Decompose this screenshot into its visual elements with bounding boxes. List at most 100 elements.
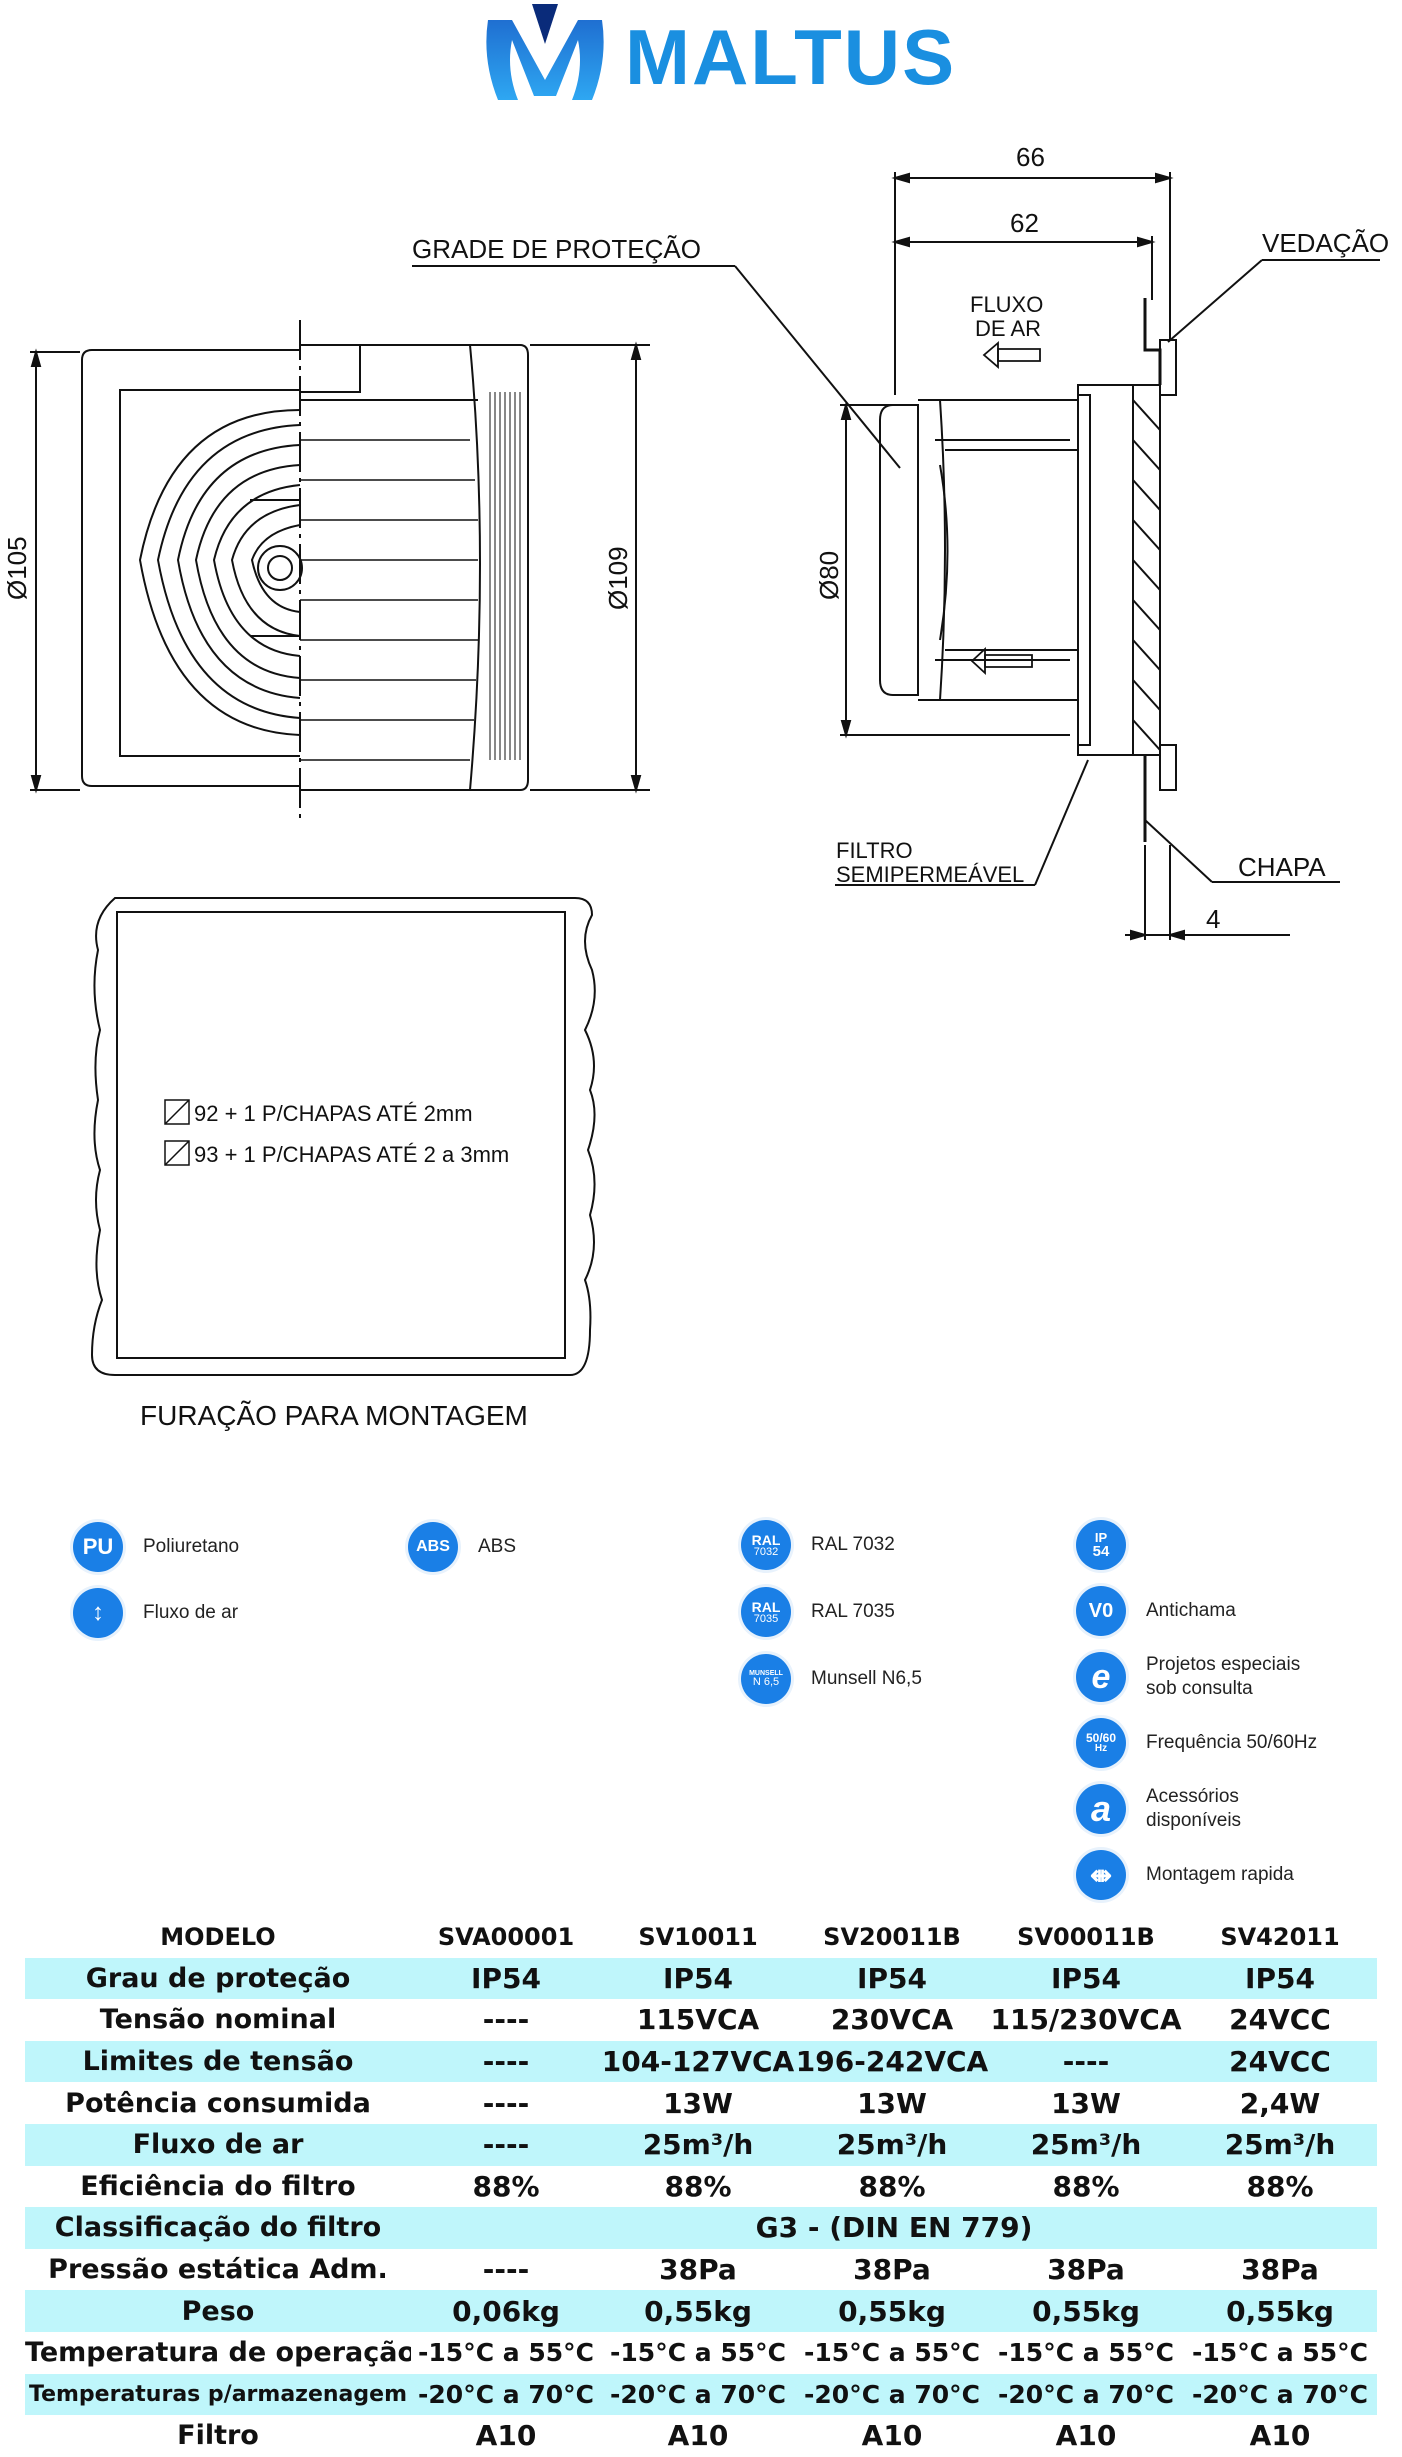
row-label: Temperatura de operação	[25, 2337, 411, 2369]
row-label: Tensão nominal	[99, 2004, 337, 2036]
cutout-caption: FURAÇÃO PARA MONTAGEM	[140, 1400, 528, 1431]
header-cell: SV10011	[638, 1922, 758, 1951]
table-cell: -20°C a 70°C	[795, 2373, 989, 2416]
row-label: Eficiência do filtro	[80, 2170, 356, 2202]
table-cell: A10	[861, 2419, 923, 2453]
brand-name: MALTUS	[625, 13, 957, 101]
row-label: Grau de proteção	[25, 1957, 411, 2000]
table-cell: 88%	[858, 2169, 926, 2203]
abs-icon: ABS	[408, 1522, 458, 1572]
legend-frequency: 50/60 Hz Frequência 50/60Hz	[1076, 1718, 1336, 1768]
header-cell: SV00011B	[1017, 1922, 1155, 1951]
table-cell: 25m³/h	[795, 2123, 989, 2166]
legend-ip54: IP 54	[1076, 1520, 1336, 1570]
table-cell: ----	[989, 2040, 1183, 2083]
table-cell: 0,55kg	[989, 2290, 1183, 2332]
accessories-icon: a	[1076, 1784, 1126, 1834]
table-cell: IP54	[1183, 1957, 1377, 2000]
table-row: Peso 0,06kg 0,55kg 0,55kg 0,55kg 0,55kg	[25, 2290, 1377, 2332]
table-cell: -15°C a 55°C	[804, 2338, 980, 2368]
dim-109-label: Ø109	[603, 546, 633, 610]
mounting-cutout	[90, 897, 596, 1376]
table-cell: 115/230VCA	[990, 2003, 1182, 2037]
table-cell: IP54	[795, 1957, 989, 2000]
row-label: Pressão estática Adm.	[48, 2254, 388, 2286]
table-row: Tensão nominal ---- 115VCA 230VCA 115/23…	[25, 1999, 1377, 2041]
table-cell: 88%	[1052, 2169, 1120, 2203]
dim-105-label: Ø105	[2, 536, 32, 600]
ip54-icon: IP 54	[1076, 1520, 1126, 1570]
front-view	[30, 320, 650, 820]
table-cell: 104-127VCA	[601, 2040, 795, 2083]
table-cell: 115VCA	[636, 2003, 760, 2037]
ral7035-icon: RAL 7035	[741, 1587, 791, 1637]
v0-icon: V0	[1076, 1586, 1126, 1636]
specifications-table: MODELO SVA00001 SV10011 SV20011B SV00011…	[25, 1916, 1377, 2457]
table-cell: 88%	[1246, 2169, 1314, 2203]
table-row: Potência consumida ---- 13W 13W 13W 2,4W	[25, 2082, 1377, 2124]
row-label: Fluxo de ar	[25, 2123, 411, 2166]
table-cell: ----	[411, 2040, 601, 2083]
legend-abs: ABS ABS	[408, 1522, 668, 1572]
table-cell: 38Pa	[853, 2253, 931, 2287]
seal-label: VEDAÇÃO	[1262, 228, 1389, 258]
table-cell: ----	[482, 2086, 530, 2120]
munsell-icon: MUNSELL N 6,5	[741, 1654, 791, 1704]
table-header-row: MODELO SVA00001 SV10011 SV20011B SV00011…	[25, 1916, 1377, 1958]
table-cell: 38Pa	[1241, 2253, 1319, 2287]
legend-accessories: a Acessórios disponíveis	[1076, 1784, 1336, 1834]
table-cell: 25m³/h	[1183, 2123, 1377, 2166]
technical-drawing: Ø105 Ø109 GRADE DE PROTEÇÃO VEDAÇÃO FLUX…	[2, 142, 1389, 1431]
table-cell: 13W	[663, 2086, 733, 2120]
filter-label-2: SEMIPERMEÁVEL	[836, 862, 1024, 887]
airflow-label-1: FLUXO	[970, 292, 1043, 317]
table-cell: 0,55kg	[1183, 2290, 1377, 2332]
header-cell: MODELO	[160, 1922, 276, 1951]
pu-icon: PU	[73, 1522, 123, 1572]
table-cell: A10	[667, 2419, 729, 2453]
airflow-label-2: DE AR	[975, 316, 1041, 341]
table-cell: 196-242VCA	[795, 2040, 989, 2083]
table-cell: 24VCC	[1183, 2040, 1377, 2083]
table-row: Temperatura de operação -15°C a 55°C -15…	[25, 2332, 1377, 2374]
table-row: Fluxo de ar ---- 25m³/h 25m³/h 25m³/h 25…	[25, 2123, 1377, 2166]
legend-special-projects: e Projetos especiais sob consulta	[1076, 1652, 1336, 1702]
table-cell: 88%	[664, 2169, 732, 2203]
table-row: Eficiência do filtro 88% 88% 88% 88% 88%	[25, 2166, 1377, 2208]
table-cell: 25m³/h	[989, 2123, 1183, 2166]
table-row: Filtro A10 A10 A10 A10 A10	[25, 2415, 1377, 2457]
table-cell: IP54	[411, 1957, 601, 2000]
legend-v0: V0 Antichama	[1076, 1586, 1336, 1636]
table-cell: 2,4W	[1239, 2086, 1321, 2120]
sheet-label: CHAPA	[1238, 852, 1326, 882]
table-cell: 25m³/h	[601, 2123, 795, 2166]
dim-66-label: 66	[1016, 142, 1045, 172]
table-row: Pressão estática Adm. ---- 38Pa 38Pa 38P…	[25, 2249, 1377, 2291]
table-cell: -15°C a 55°C	[1192, 2338, 1368, 2368]
table-cell: ----	[482, 2253, 530, 2287]
table-cell: -20°C a 70°C	[601, 2373, 795, 2416]
table-cell: 88%	[472, 2169, 540, 2203]
ral7032-icon: RAL 7032	[741, 1520, 791, 1570]
table-cell: 38Pa	[659, 2253, 737, 2287]
table-cell: A10	[1249, 2419, 1311, 2453]
table-row: Temperaturas p/armazenagem -20°C a 70°C …	[25, 2373, 1377, 2416]
legend-quick-mount: ⇼ Montagem rapida	[1076, 1850, 1336, 1900]
table-cell: A10	[1055, 2419, 1117, 2453]
brand-logo: MALTUS	[470, 0, 954, 120]
table-cell: 13W	[857, 2086, 927, 2120]
row-label: Limites de tensão	[25, 2040, 411, 2083]
table-cell: 0,55kg	[795, 2290, 989, 2332]
row-label: Potência consumida	[65, 2087, 371, 2119]
table-cell: A10	[475, 2419, 537, 2453]
table-row: Limites de tensão ---- 104-127VCA 196-24…	[25, 2040, 1377, 2083]
maltus-m-icon	[486, 4, 604, 100]
table-cell: 0,06kg	[411, 2290, 601, 2332]
table-cell: -15°C a 55°C	[418, 2338, 594, 2368]
table-cell: 24VCC	[1229, 2003, 1331, 2037]
table-cell: 13W	[1051, 2086, 1121, 2120]
table-cell: 0,55kg	[601, 2290, 795, 2332]
cutout-line-1: 92 + 1 P/CHAPAS ATÉ 2mm	[194, 1101, 473, 1126]
table-cell: -20°C a 70°C	[989, 2373, 1183, 2416]
table-cell: -15°C a 55°C	[610, 2338, 786, 2368]
